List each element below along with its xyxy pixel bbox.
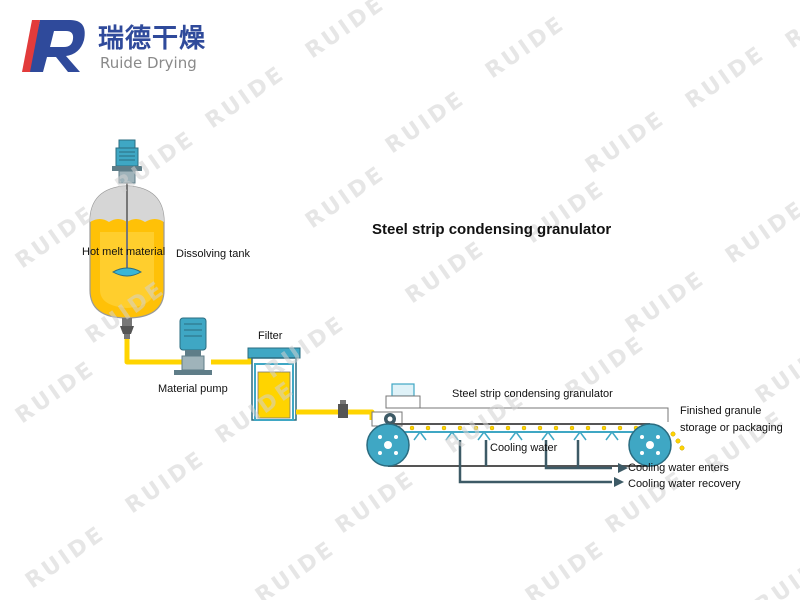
label-material-pump: Material pump — [158, 383, 228, 395]
label-cooling-water-enters: Cooling water enters — [628, 462, 729, 474]
label-dissolving-tank: Dissolving tank — [176, 248, 250, 260]
label-cooling-water: Cooling water — [490, 442, 558, 454]
brand-logo-mark — [22, 20, 85, 72]
cooling-arrows — [614, 463, 628, 487]
brand-name-cn: 瑞德干燥 — [98, 24, 207, 54]
label-storage-packaging: storage or packaging — [680, 422, 783, 434]
steel-strip-granulator — [366, 383, 685, 467]
filter-to-granulator-pipe — [296, 400, 375, 420]
label-finished-granule: Finished granule — [680, 405, 762, 417]
dissolving-tank — [89, 139, 165, 339]
label-filter: Filter — [258, 330, 283, 342]
diagram-title: Steel strip condensing granulator — [372, 221, 612, 238]
brand-name-en: Ruide Drying — [100, 54, 197, 72]
material-pump — [174, 317, 212, 375]
label-hot-melt-material: Hot melt material — [82, 246, 166, 258]
filter-unit — [247, 347, 301, 421]
cooling-water-piping — [458, 440, 612, 484]
label-granulator: Steel strip condensing granulator — [452, 388, 613, 400]
label-cooling-water-recovery: Cooling water recovery — [628, 478, 741, 490]
